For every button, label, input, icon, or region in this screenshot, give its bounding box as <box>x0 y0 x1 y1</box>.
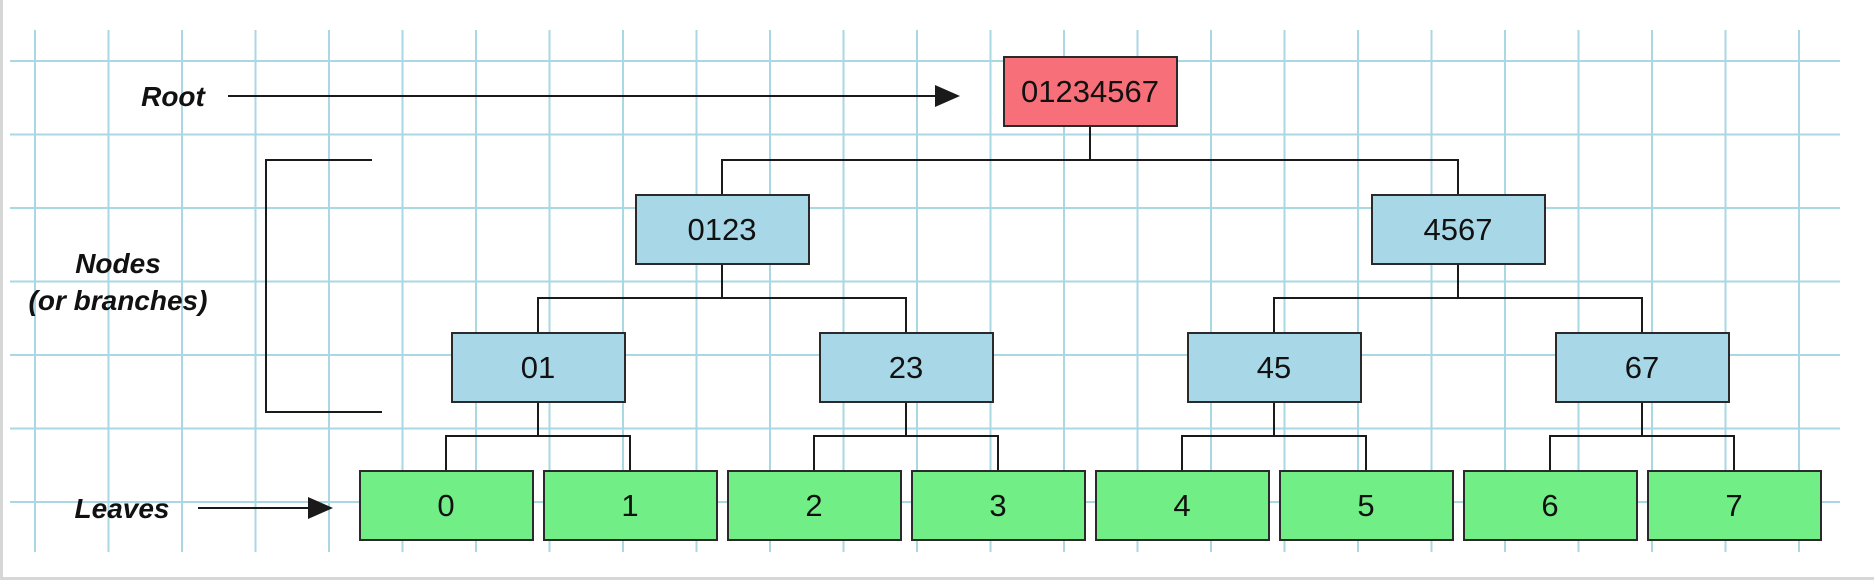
branch-node-23: 23 <box>819 332 994 403</box>
branch-node-label: 67 <box>1625 350 1659 385</box>
nodes-label: Nodes <box>75 248 161 279</box>
leaf-node-5: 5 <box>1279 470 1454 541</box>
branch-node-label: 0123 <box>688 212 757 247</box>
leaf-node-label: 7 <box>1725 488 1742 523</box>
root-label: Root <box>141 81 206 112</box>
root-node-label: 01234567 <box>1021 74 1159 109</box>
nodes-bracket <box>265 159 382 413</box>
tree-connector <box>1273 264 1643 333</box>
branch-node-01: 01 <box>451 332 626 403</box>
tree-connector <box>1181 402 1367 471</box>
tree-connectors <box>445 126 1735 471</box>
tree-connector <box>721 126 1459 195</box>
root-node: 01234567 <box>1003 56 1178 127</box>
leaf-node-label: 5 <box>1357 488 1374 523</box>
leaf-node-1: 1 <box>543 470 718 541</box>
branch-node-0123: 0123 <box>635 194 810 265</box>
branch-node-67: 67 <box>1555 332 1730 403</box>
branch-node-label: 45 <box>1257 350 1291 385</box>
leaf-node-label: 0 <box>437 488 454 523</box>
branch-node-label: 01 <box>521 350 555 385</box>
leaf-node-0: 0 <box>359 470 534 541</box>
branch-node-label: 4567 <box>1424 212 1493 247</box>
root-arrow <box>228 85 960 107</box>
nodes-sublabel: (or branches) <box>29 285 208 316</box>
leaf-node-3: 3 <box>911 470 1086 541</box>
leaves-label: Leaves <box>75 493 170 524</box>
leaves-arrow <box>198 497 333 519</box>
branch-node-45: 45 <box>1187 332 1362 403</box>
leaf-node-2: 2 <box>727 470 902 541</box>
tree-connector <box>445 402 631 471</box>
leaf-node-label: 3 <box>989 488 1006 523</box>
leaf-node-6: 6 <box>1463 470 1638 541</box>
branch-node-4567: 4567 <box>1371 194 1546 265</box>
tree-connector <box>1549 402 1735 471</box>
leaf-node-4: 4 <box>1095 470 1270 541</box>
leaf-node-label: 2 <box>805 488 822 523</box>
branch-node-label: 23 <box>889 350 923 385</box>
leaf-node-label: 4 <box>1173 488 1190 523</box>
background-grid <box>10 30 1840 552</box>
tree-connector <box>537 264 907 333</box>
tree-connector <box>813 402 999 471</box>
leaf-node-label: 6 <box>1541 488 1558 523</box>
leaf-node-7: 7 <box>1647 470 1822 541</box>
leaf-node-label: 1 <box>621 488 638 523</box>
